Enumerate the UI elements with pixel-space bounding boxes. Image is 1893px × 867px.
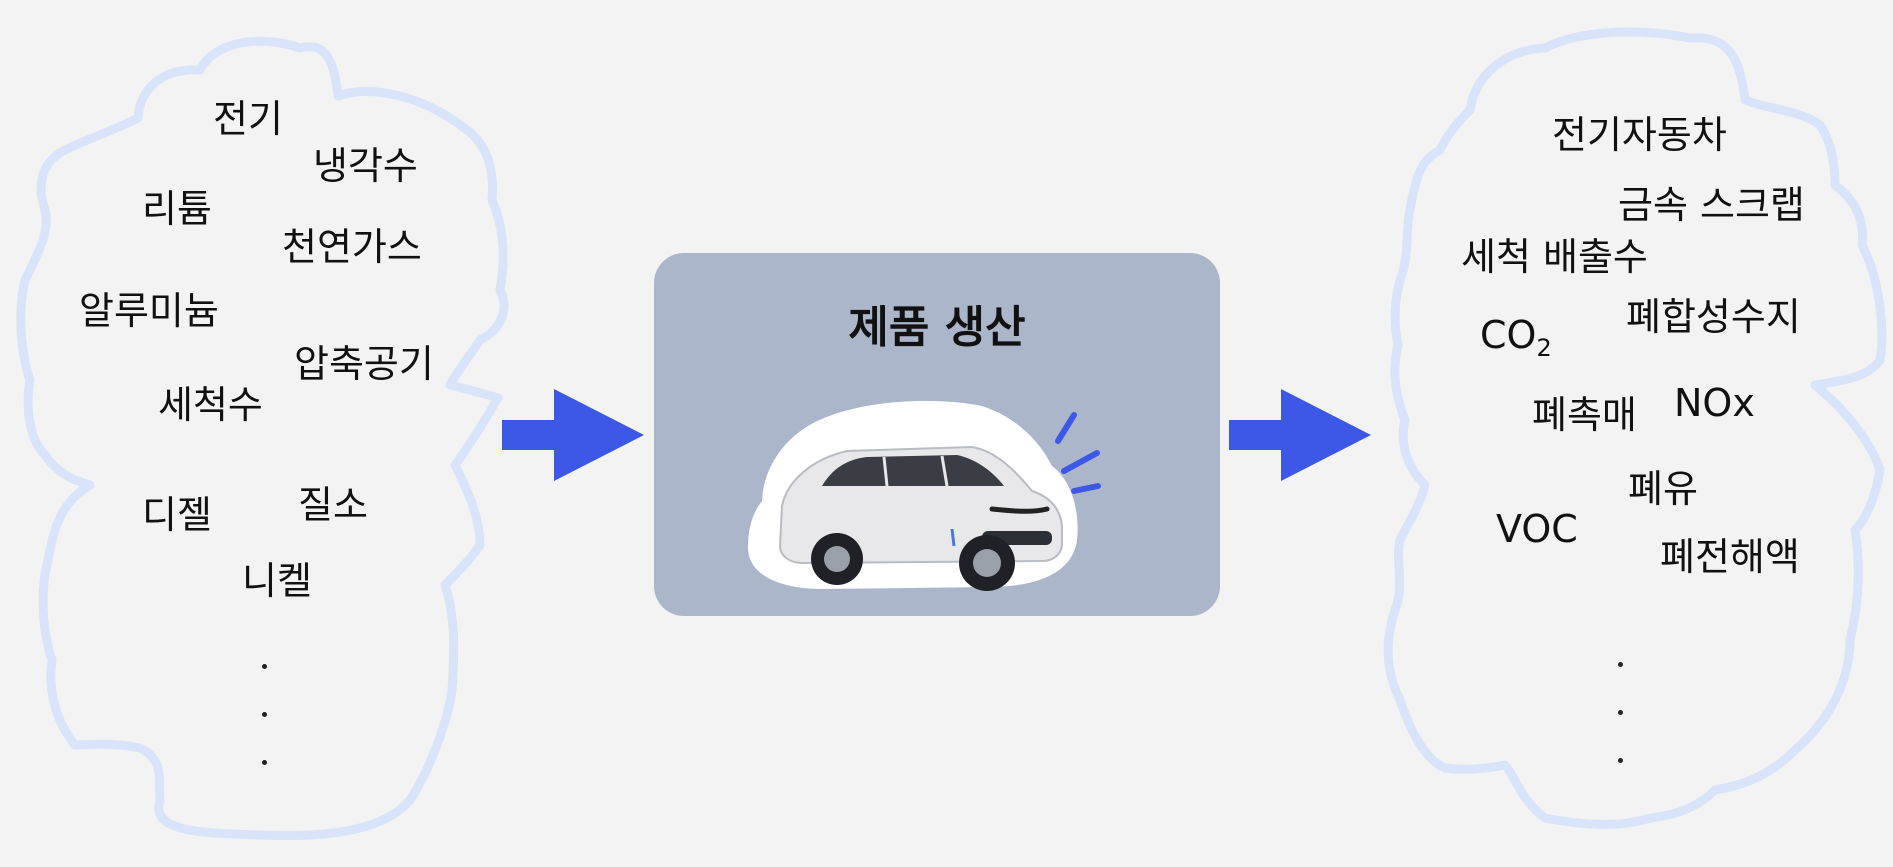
input-item: 질소 <box>298 483 368 527</box>
input-item: 니켈 <box>242 559 312 603</box>
output-item: 폐유 <box>1628 467 1698 511</box>
input-item: 리튬 <box>142 187 212 231</box>
input-item: 냉각수 <box>313 144 418 188</box>
process-box: 제품 생산 <box>654 253 1220 616</box>
input-item: 알루미늄 <box>79 289 219 333</box>
output-item: NOx <box>1674 381 1755 425</box>
output-item: 폐합성수지 <box>1626 295 1801 339</box>
input-item: 전기 <box>213 97 283 141</box>
output-item: 금속 스크랩 <box>1618 183 1805 227</box>
electric-car-icon <box>747 400 1101 591</box>
output-item: 세척 배출수 <box>1461 235 1648 279</box>
output-item: 폐전해액 <box>1660 535 1800 579</box>
output-item: 폐촉매 <box>1532 393 1637 437</box>
process-title: 제품 생산 <box>848 302 1026 353</box>
inputs-blob-outline <box>16 36 509 841</box>
input-item: 천연가스 <box>282 225 422 269</box>
outputs-blob-outline <box>1383 27 1887 829</box>
arrow-right-icon <box>1229 389 1371 481</box>
input-item: 세척수 <box>158 383 263 427</box>
input-item: 압축공기 <box>294 342 434 386</box>
arrow-right-icon <box>502 389 644 481</box>
input-item: 디젤 <box>142 493 212 537</box>
output-item: VOC <box>1496 507 1578 551</box>
output-item: 전기자동차 <box>1552 113 1727 157</box>
output-co2: CO2 <box>1480 313 1552 362</box>
